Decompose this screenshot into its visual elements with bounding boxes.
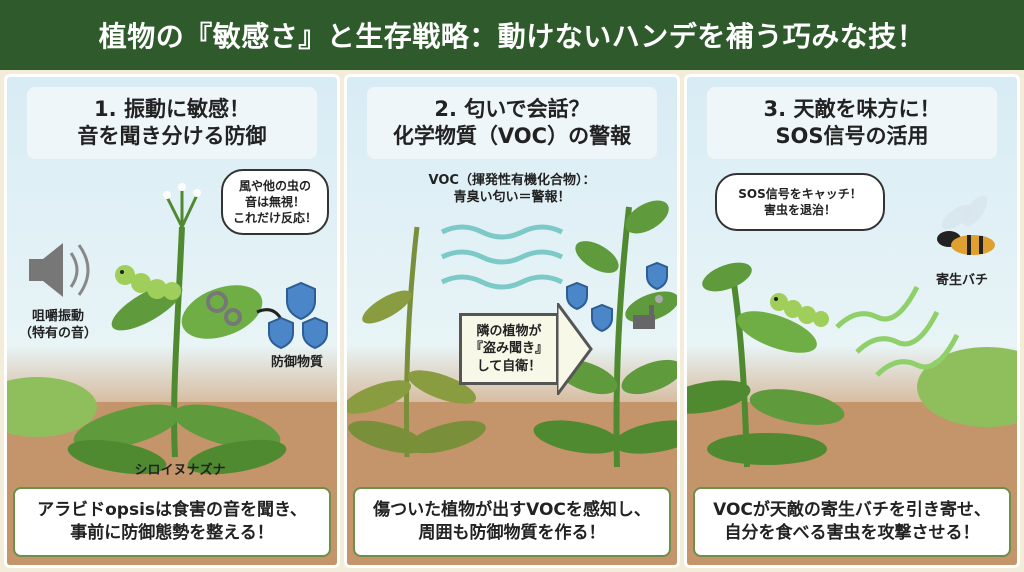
- speaker-icon: [29, 243, 90, 297]
- panel3-title-line1: 3. 天敵を味方に！: [763, 96, 941, 121]
- panel1-title: 1. 振動に敏感！ 音を聞き分ける防御: [27, 87, 317, 159]
- wave-icon: [440, 224, 564, 290]
- caterpillar-icon: [115, 265, 181, 300]
- panel2-title-line2: 化学物質（VOC）の警報: [392, 124, 632, 148]
- panel1-title-line1: 1. 振動に敏感！: [94, 96, 250, 121]
- panel3-caption-line2: 自分を食べる害虫を攻撃させる！: [724, 523, 980, 543]
- panel3-title-line2: SOS信号の活用: [775, 124, 929, 148]
- voc-label: VOC（揮発性有機化合物）： 青臭い匂い＝警報！: [407, 173, 617, 207]
- panel3-caption-line1: VOCが天敵の寄生バチを引き寄せ、: [713, 500, 991, 521]
- panel1-bubble-line1: 風や他の虫の: [238, 178, 311, 193]
- panel2-caption-line2: 周囲も防御物質を作る！: [418, 523, 606, 543]
- arrow-line3: して自衛！: [476, 358, 542, 374]
- panel-vibration: 1. 振動に敏感！ 音を聞き分ける防御 風や他の虫の 音は無視！ これだけ反応！…: [4, 74, 340, 568]
- sound-label-line1: 咀嚼振動: [31, 309, 84, 324]
- header-title: 植物の『敏感さ』と生存戦略：動けないハンデを補う巧みな技！: [0, 0, 1024, 70]
- arrow-icon: [557, 303, 593, 395]
- panel1-caption-line1: アラビドopsisは食害の音を聞き、: [37, 500, 307, 521]
- gear-icon: [206, 291, 242, 326]
- panel-sos: 3. 天敵を味方に！ SOS信号の活用 SOS信号をキャッチ！ 害虫を退治！ 寄…: [684, 74, 1020, 568]
- plant-label: シロイヌナズナ: [134, 463, 226, 478]
- panel1-bubble-line3: これだけ反応！: [232, 211, 317, 226]
- panel1-caption-line2: 事前に防御態勢を整える！: [70, 523, 274, 543]
- caterpillar-icon: [770, 293, 829, 327]
- wasp-label: 寄生バチ: [935, 273, 988, 288]
- arrow-line2: 『盗み聞き』: [469, 341, 548, 357]
- shield-icon: [268, 281, 328, 350]
- panel3-title: 3. 天敵を味方に！ SOS信号の活用: [707, 87, 997, 159]
- wave-icon: [835, 285, 960, 377]
- eavesdrop-arrow-box: 隣の植物が 『盗み聞き』 して自衛！: [459, 313, 559, 385]
- panel1-speech-bubble: 風や他の虫の 音は無視！ これだけ反応！: [221, 169, 329, 235]
- defense-label: 防御物質: [270, 355, 323, 370]
- panel2-title-line1: 2. 匂いで会話？: [434, 96, 590, 121]
- shield-icon: [566, 261, 668, 333]
- voc-label-line2: 青臭い匂い＝警報！: [453, 189, 571, 205]
- voc-label-line1: VOC（揮発性有機化合物）：: [428, 173, 596, 188]
- sound-label-line2: （特有の音）: [18, 325, 97, 341]
- panel3-bubble-line2: 害虫を退治！: [763, 203, 836, 217]
- arrow-line1: 隣の植物が: [476, 323, 542, 339]
- panel1-caption: アラビドopsisは食害の音を聞き、 事前に防御態勢を整える！: [13, 487, 331, 557]
- panel2-title: 2. 匂いで会話？ 化学物質（VOC）の警報: [367, 87, 657, 159]
- sound-label: 咀嚼振動 （特有の音）: [13, 309, 103, 343]
- factory-icon: [633, 295, 663, 329]
- panel1-bubble-line2: 音は無視！: [244, 194, 305, 209]
- wasp-icon: [937, 195, 995, 255]
- panel2-caption-line1: 傷ついた植物が出すVOCを感知し、: [373, 500, 651, 521]
- panel3-speech-bubble: SOS信号をキャッチ！ 害虫を退治！: [715, 173, 885, 231]
- panel3-caption: VOCが天敵の寄生バチを引き寄せ、 自分を食べる害虫を攻撃させる！: [693, 487, 1011, 557]
- panel2-caption: 傷ついた植物が出すVOCを感知し、 周囲も防御物質を作る！: [353, 487, 671, 557]
- panel-voc: 2. 匂いで会話？ 化学物質（VOC）の警報 VOC（揮発性有機化合物）： 青臭…: [344, 74, 680, 568]
- panel1-title-line2: 音を聞き分ける防御: [77, 124, 267, 148]
- panel3-bubble-line1: SOS信号をキャッチ！: [738, 186, 862, 201]
